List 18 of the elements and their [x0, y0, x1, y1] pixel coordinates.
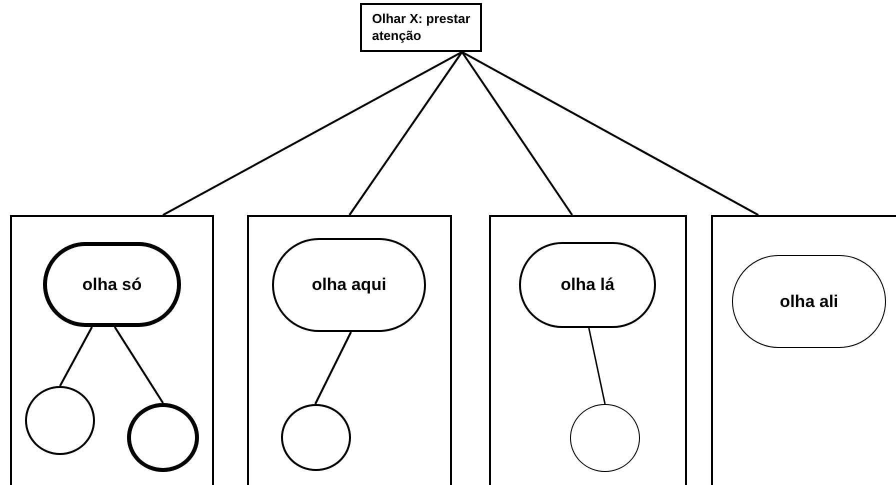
connector-line — [348, 51, 463, 216]
panel-box — [711, 215, 896, 485]
connector-line — [114, 326, 164, 404]
connector-line — [314, 332, 352, 404]
connector-line — [461, 51, 573, 216]
panel-box — [10, 215, 214, 485]
title-box — [360, 3, 482, 52]
panel-box — [489, 215, 687, 485]
connector-line — [462, 51, 759, 216]
connector-line — [59, 326, 93, 386]
node-text: olha ali — [780, 292, 838, 312]
node-text: Olhar X: prestar atenção — [372, 10, 472, 44]
panel-box — [247, 215, 452, 485]
connector-line — [588, 328, 606, 404]
node-text: olha aqui — [312, 275, 386, 295]
node-text: olha só — [82, 274, 142, 294]
connector-line — [162, 51, 462, 216]
node-text: olha lá — [560, 275, 614, 295]
